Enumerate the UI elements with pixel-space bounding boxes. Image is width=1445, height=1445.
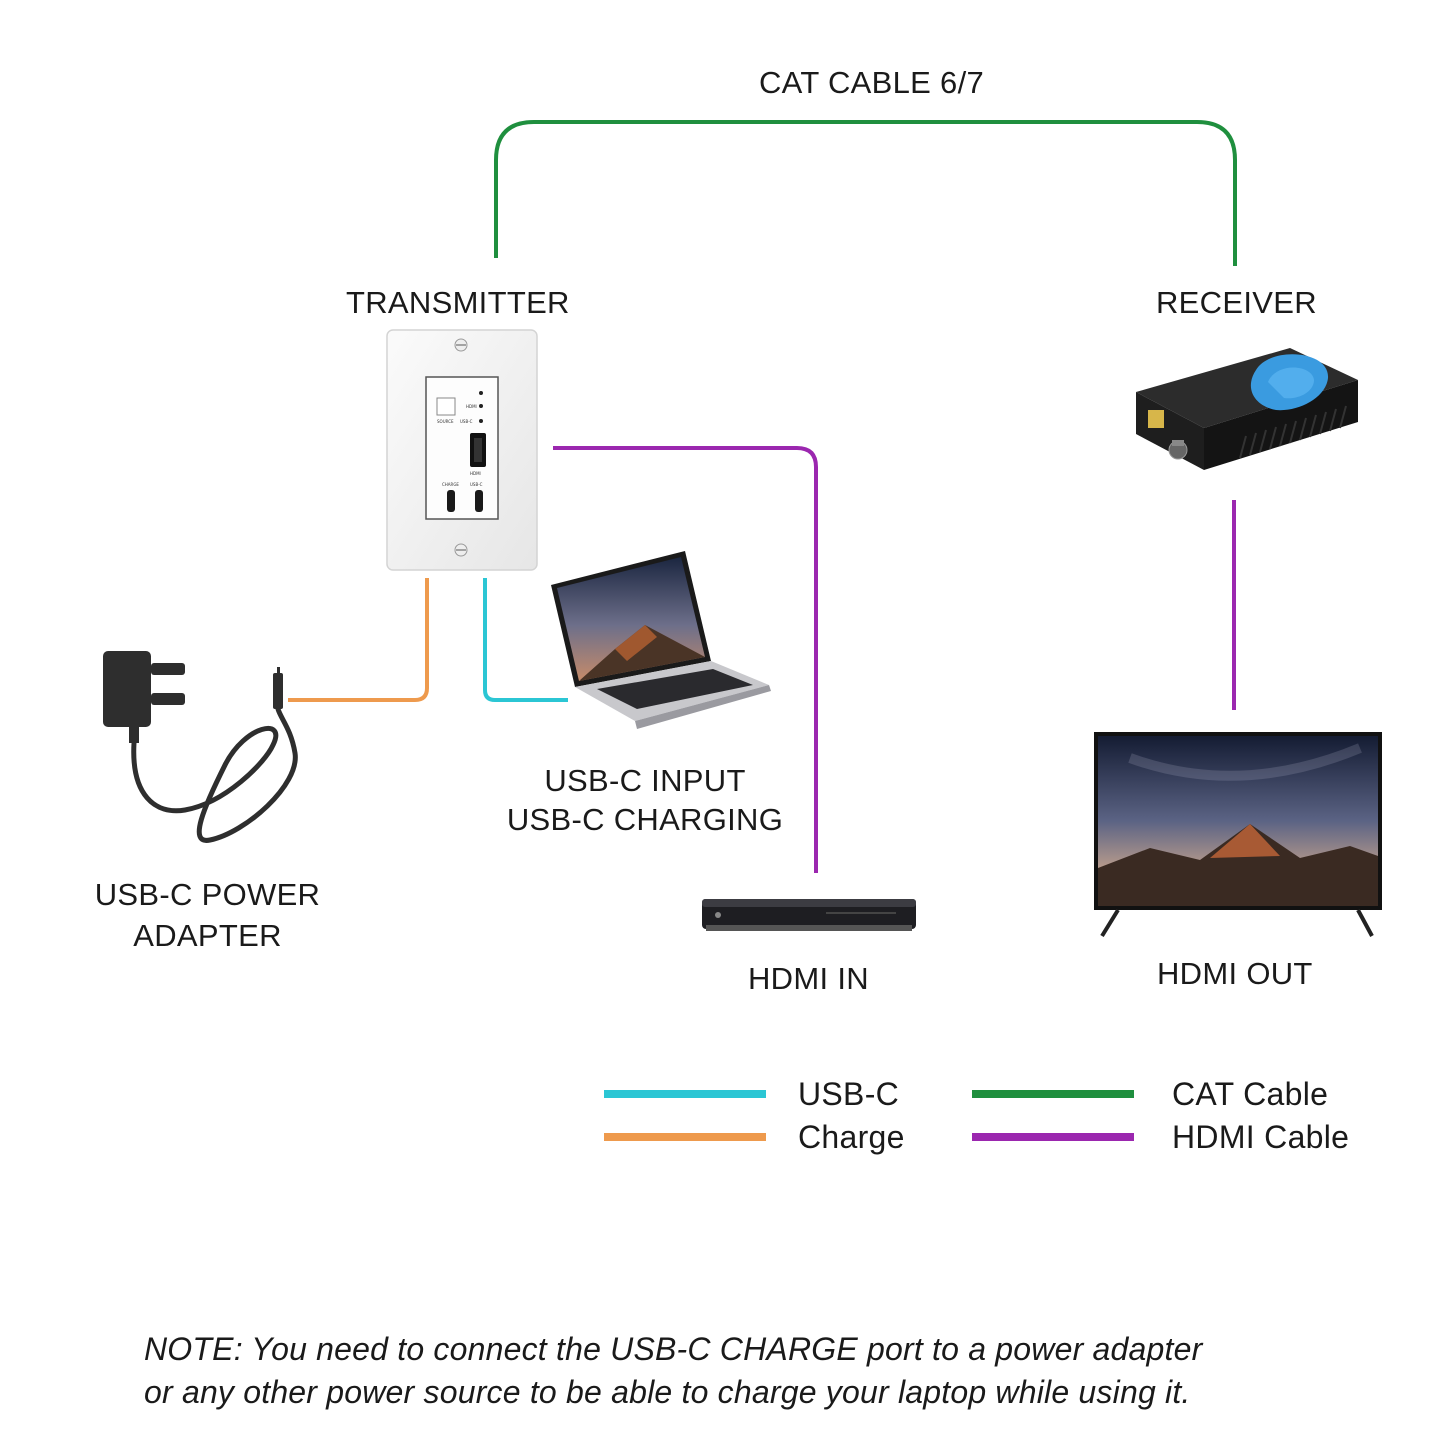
power-adapter-label-line1: USB-C POWER — [94, 877, 321, 912]
charge-port-label: CHARGE — [442, 482, 459, 487]
led-label-hdmi: HDMI — [466, 404, 477, 409]
hdmi-in-cable-line — [553, 446, 818, 873]
transmitter-label: TRANSMITTER — [346, 285, 570, 320]
legend-label-hdmi: HDMI Cable — [1172, 1119, 1350, 1155]
hdmi-port-label: HDMI — [470, 471, 481, 476]
legend-label-charge: Charge — [798, 1119, 905, 1155]
note: NOTE: You need to connect the USB-C CHAR… — [144, 1328, 1344, 1414]
usbc-port-label: USB-C — [470, 482, 483, 487]
dvd-player — [702, 899, 916, 931]
legend-swatch-cat — [972, 1090, 1134, 1098]
receiver-label: RECEIVER — [1156, 285, 1317, 320]
led-label-usbc: USB-C — [460, 419, 473, 424]
usbc-input-label: USB-C INPUT — [544, 763, 746, 798]
legend-label-cat: CAT Cable — [1172, 1076, 1329, 1112]
usbc-cable-line — [483, 578, 568, 702]
transmitter-wall-plate: HDMI USB-C SOURCE HDMI CHARGE USB-C — [386, 329, 538, 571]
usbc-charging-label: USB-C CHARGING — [506, 802, 784, 837]
legend-swatch-usbc — [604, 1090, 766, 1098]
cat-cable-line — [494, 120, 1237, 266]
hdmi-in-label: HDMI IN — [748, 961, 869, 996]
power-adapter — [103, 651, 298, 843]
source-button-label: SOURCE — [437, 419, 454, 424]
legend-label-usbc: USB-C — [798, 1076, 900, 1112]
note-line-2: or any other power source to be able to … — [144, 1374, 1191, 1410]
laptop — [551, 551, 771, 729]
tv — [1094, 732, 1382, 938]
legend-swatch-hdmi — [972, 1133, 1134, 1141]
hdmi-out-label: HDMI OUT — [1157, 956, 1313, 991]
note-line-1: NOTE: You need to connect the USB-C CHAR… — [144, 1331, 1203, 1367]
charge-cable-line — [288, 578, 429, 702]
power-adapter-label-line2: ADAPTER — [133, 918, 282, 953]
receiver-box — [1136, 348, 1358, 470]
legend-swatch-charge — [604, 1133, 766, 1141]
cat-cable-label: CAT CABLE 6/7 — [759, 65, 985, 100]
